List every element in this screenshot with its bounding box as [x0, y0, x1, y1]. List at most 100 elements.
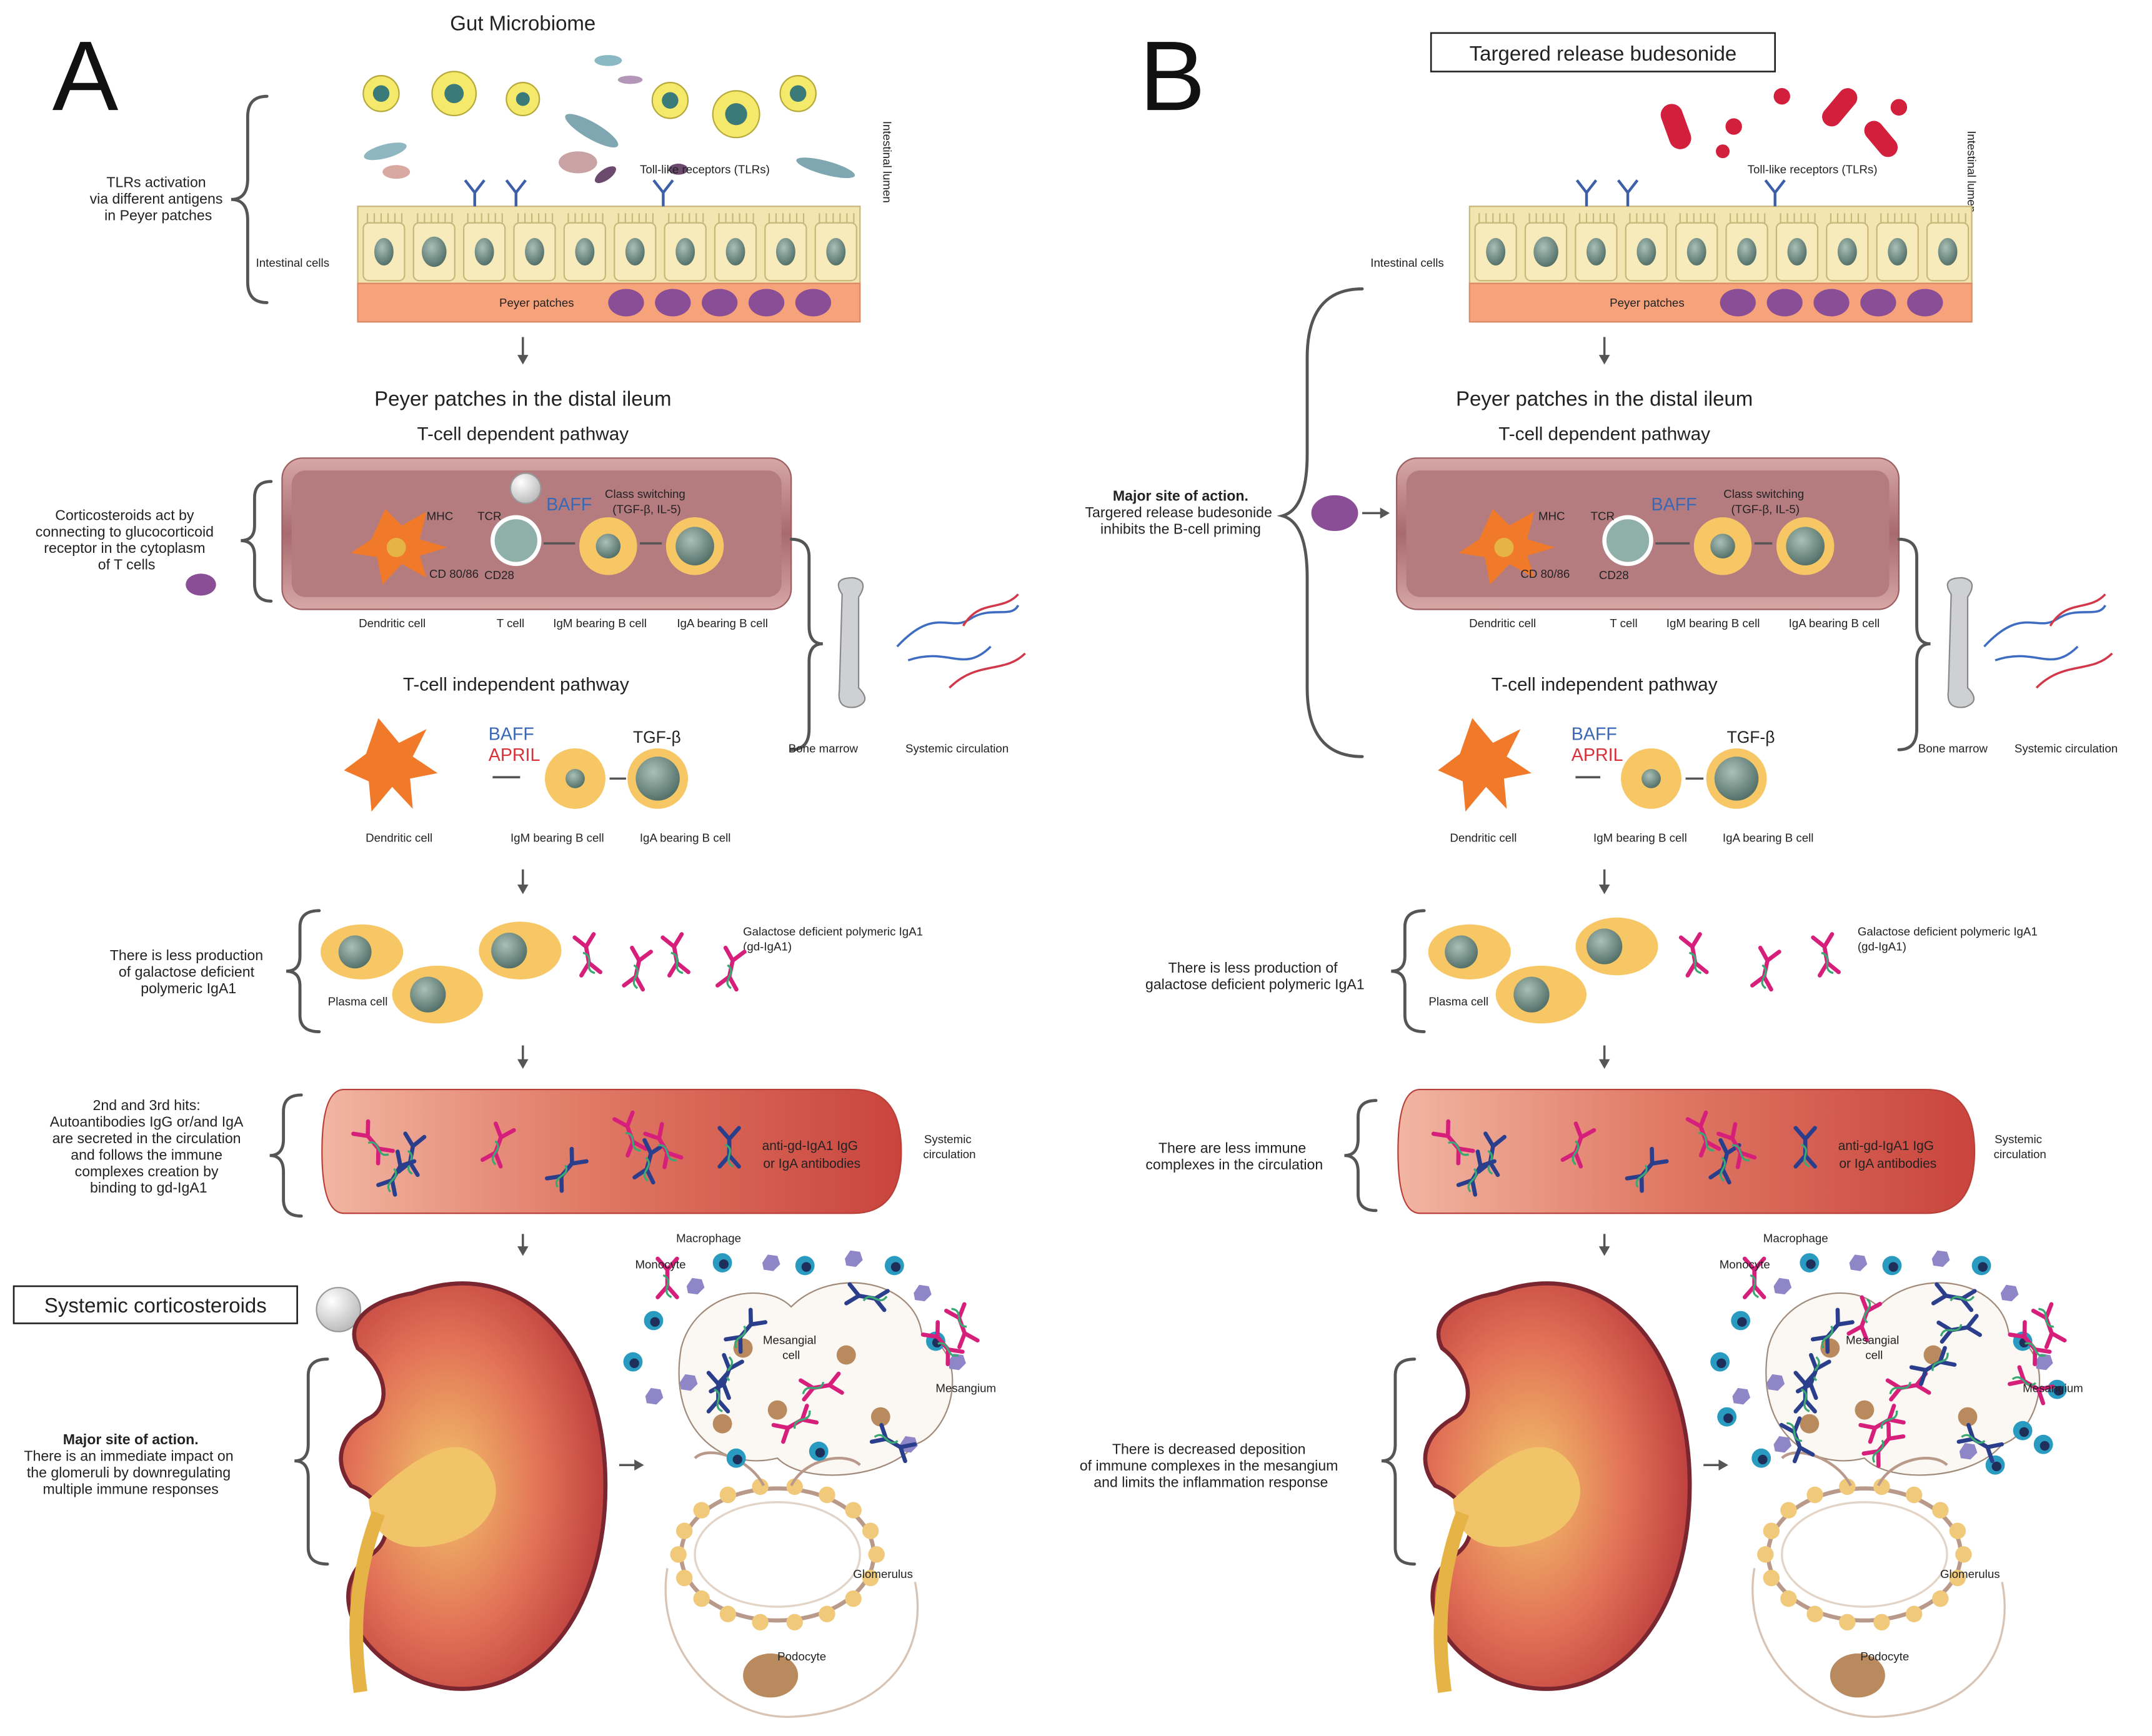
virus-icon	[779, 75, 817, 112]
mesangial-cell-label: Mesangial cell	[763, 1333, 819, 1361]
blood-vessel-icon	[896, 604, 1020, 662]
systemic-circ-label: Systemic circulation	[2015, 742, 2118, 755]
antibody-icon	[1793, 1371, 1817, 1414]
circulation-vessel	[1397, 1088, 1976, 1214]
mesangial-cell-label: Mesangial cell	[1846, 1333, 1902, 1361]
podocyte-foot-icon	[752, 1478, 769, 1495]
igm-b-cell-label: IgM bearing B cell	[553, 617, 647, 630]
bowman-capsule	[664, 1568, 919, 1718]
tcr-label: TCR	[1591, 509, 1615, 522]
plasma-cell-label: Plasma cell	[328, 995, 388, 1008]
podocyte-foot-icon	[1806, 1486, 1823, 1504]
antibody-icon	[632, 1138, 665, 1185]
peyer-cell-icon	[655, 289, 691, 317]
podocyte-foot-icon	[862, 1522, 879, 1539]
podocyte-foot-icon	[1949, 1522, 1966, 1539]
podocyte-foot-icon	[1780, 1502, 1797, 1519]
antibody-icon	[660, 932, 690, 978]
budesonide-title-box	[1430, 32, 1776, 72]
igm-b-cell-label: IgM bearing B cell	[1666, 617, 1760, 630]
bacterium-icon	[669, 164, 689, 175]
macrophage-icon	[2035, 1353, 2053, 1371]
systemic-corticosteroids-label: Systemic corticosteroids	[44, 1294, 267, 1317]
tlr-receptor-icon	[505, 179, 527, 207]
bone-marrow-label: Bone marrow	[789, 742, 859, 755]
budesonide-molecule-icon	[1311, 495, 1358, 532]
hits-note: 2nd and 3rd hits: Autoantibodies IgG or/…	[50, 1097, 247, 1196]
tlr-label: Toll-like receptors (TLRs)	[1748, 162, 1878, 176]
mesangial-cell-icon	[1958, 1407, 1978, 1427]
sphere-icon	[509, 472, 542, 505]
t-dep-title: T-cell dependent pathway	[417, 424, 629, 445]
antibody-icon	[1810, 1307, 1855, 1354]
podocyte-foot-icon	[845, 1502, 862, 1519]
podocyte-foot-icon	[819, 1486, 835, 1504]
brace	[1381, 1357, 1417, 1566]
antibody-icon	[1685, 1110, 1721, 1158]
nucleus-icon	[1787, 237, 1807, 266]
antibody-icon	[715, 945, 747, 992]
virus-icon	[431, 71, 477, 117]
peyer-patches-label: Peyer patches	[499, 296, 574, 309]
podocyte-foot-icon	[675, 1569, 693, 1587]
bone-icon	[1946, 577, 1975, 708]
baff-label-2: BAFF	[489, 725, 534, 745]
baff-label: BAFF	[546, 495, 592, 515]
antibody-icon	[1931, 1282, 1977, 1312]
podocyte-foot-icon	[693, 1502, 710, 1519]
plasma-cell-label: Plasma cell	[1428, 995, 1488, 1008]
antibody-icon	[944, 1302, 980, 1349]
nucleus-icon	[675, 237, 695, 266]
bacterium-icon	[565, 114, 619, 147]
antibody-icon	[1716, 1122, 1757, 1169]
virus-icon	[362, 75, 400, 112]
glomerulus-label: Glomerulus	[853, 1567, 913, 1580]
antibody-icon	[717, 1126, 741, 1169]
antibody-icon	[1625, 1146, 1669, 1193]
cd28-label: CD28	[484, 568, 514, 582]
peyer-cell-icon	[1720, 289, 1756, 317]
nucleus-icon	[374, 237, 394, 266]
sphere-icon	[316, 1287, 362, 1332]
mesangial-cell-icon	[712, 1414, 732, 1434]
antibody-icon	[2031, 1302, 2067, 1349]
tlr-receptor-icon	[1764, 179, 1786, 207]
antibody-icon	[1779, 1416, 1815, 1464]
mesangial-cell-icon	[1800, 1414, 1820, 1434]
podocyte-foot-icon	[675, 1522, 693, 1539]
antibody-icon	[1956, 1422, 2004, 1464]
antibody-icon	[480, 1121, 516, 1169]
nucleus-icon	[1533, 236, 1558, 267]
panel-b: B Targered release budesonide Toll-like …	[1080, 20, 2118, 1718]
peyer-cell-icon	[608, 289, 644, 317]
podocyte-foot-icon	[1905, 1486, 1923, 1504]
brace	[231, 94, 269, 304]
podocyte-foot-icon	[1873, 1614, 1890, 1631]
peyer-cell-icon	[1907, 289, 1943, 317]
dendritic-cell-label: Dendritic cell	[359, 617, 426, 630]
tcr-label: TCR	[477, 509, 501, 522]
intestinal-cells-label: Intestinal cells	[256, 256, 329, 269]
intestinal-cells-label: Intestinal cells	[1370, 256, 1443, 269]
macrophage-icon	[1773, 1436, 1792, 1453]
gd-iga1-antibodies	[1678, 932, 1841, 992]
podocyte-foot-icon	[752, 1614, 769, 1631]
t-cell-label: T cell	[497, 617, 524, 630]
brace	[1344, 1099, 1378, 1213]
anti-antibodies-label: anti-gd-IgA1 IgG or IgA antibodies	[1838, 1139, 1938, 1171]
nucleus-icon	[1636, 237, 1656, 266]
podocyte-foot-icon	[868, 1546, 885, 1563]
tlr-receptor-icon	[652, 179, 674, 207]
podocyte-foot-icon	[1955, 1546, 1972, 1563]
iga-b-cell-label: IgA bearing B cell	[677, 617, 768, 630]
lumen-label: Intestinal lumen	[1965, 131, 1978, 212]
iga-b-cell-label-2: IgA bearing B cell	[1723, 831, 1814, 845]
mesangium-label: Mesangium	[2023, 1382, 2083, 1395]
virus-icon	[506, 82, 540, 117]
antibody-icon	[1708, 1138, 1741, 1185]
dendritic-cell-icon	[344, 718, 438, 812]
macrophage-icon	[1732, 1387, 1751, 1405]
kidney-icon	[1423, 1281, 1692, 1694]
cd8086-label: CD 80/86	[429, 567, 479, 580]
